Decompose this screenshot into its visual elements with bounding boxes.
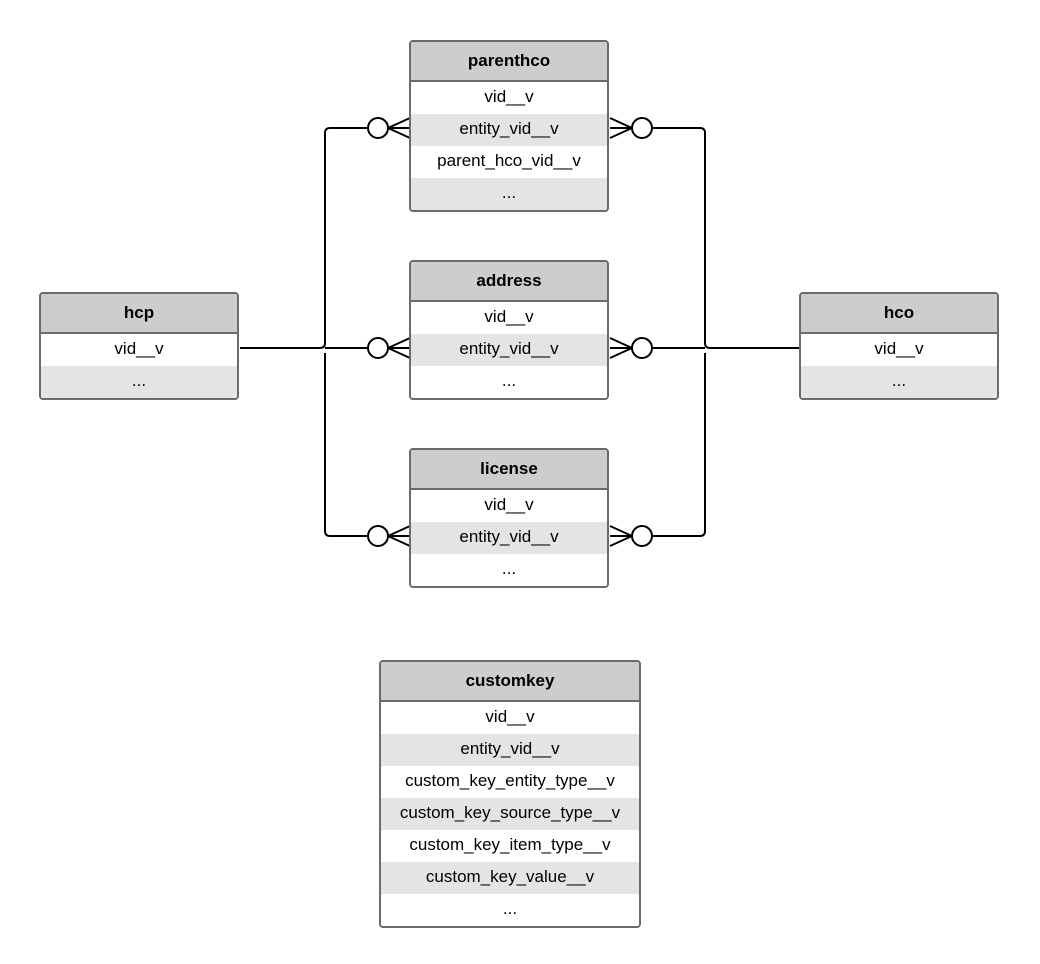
entity-field: vid__v	[801, 334, 997, 366]
crowfoot-parenthco-left	[387, 117, 411, 139]
entity-field: ...	[801, 366, 997, 398]
hcp-entity-title: hcp	[41, 294, 237, 334]
parenthco-entity-title: parenthco	[411, 42, 607, 82]
entity-field: entity_vid__v	[411, 114, 607, 146]
entity-field: vid__v	[41, 334, 237, 366]
entity-field: ...	[381, 894, 639, 926]
entity-field: entity_vid__v	[411, 522, 607, 554]
entity-field: custom_key_item_type__v	[381, 830, 639, 862]
crowfoot-license-right	[609, 525, 633, 547]
entity-field: entity_vid__v	[381, 734, 639, 766]
connector-hcp-bus	[240, 127, 368, 537]
entity-field: vid__v	[411, 490, 607, 522]
hco-entity-title: hco	[801, 294, 997, 334]
entity-field: parent_hco_vid__v	[411, 146, 607, 178]
optional-circle-parenthco-left	[367, 117, 389, 139]
crowfoot-license-left	[387, 525, 411, 547]
entity-field: vid__v	[381, 702, 639, 734]
connector-hco-bus	[652, 127, 800, 537]
entity-field: ...	[411, 366, 607, 398]
entity-field: ...	[41, 366, 237, 398]
optional-circle-license-right	[631, 525, 653, 547]
optional-circle-address-left	[367, 337, 389, 359]
crowfoot-address-right	[609, 337, 633, 359]
crowfoot-parenthco-right	[609, 117, 633, 139]
entity-field: custom_key_entity_type__v	[381, 766, 639, 798]
entity-field: vid__v	[411, 82, 607, 114]
optional-circle-parenthco-right	[631, 117, 653, 139]
customkey-entity-title: customkey	[381, 662, 639, 702]
entity-field: ...	[411, 554, 607, 586]
entity-field: custom_key_value__v	[381, 862, 639, 894]
entity-field: ...	[411, 178, 607, 210]
entity-field: custom_key_source_type__v	[381, 798, 639, 830]
hcp-field-list: vid__v...	[41, 334, 237, 398]
optional-circle-license-left	[367, 525, 389, 547]
address-entity-title: address	[411, 262, 607, 302]
crowfoot-address-left	[387, 337, 411, 359]
hco-field-list: vid__v...	[801, 334, 997, 398]
optional-circle-address-right	[631, 337, 653, 359]
license-entity-title: license	[411, 450, 607, 490]
entity-field: entity_vid__v	[411, 334, 607, 366]
entity-field: vid__v	[411, 302, 607, 334]
